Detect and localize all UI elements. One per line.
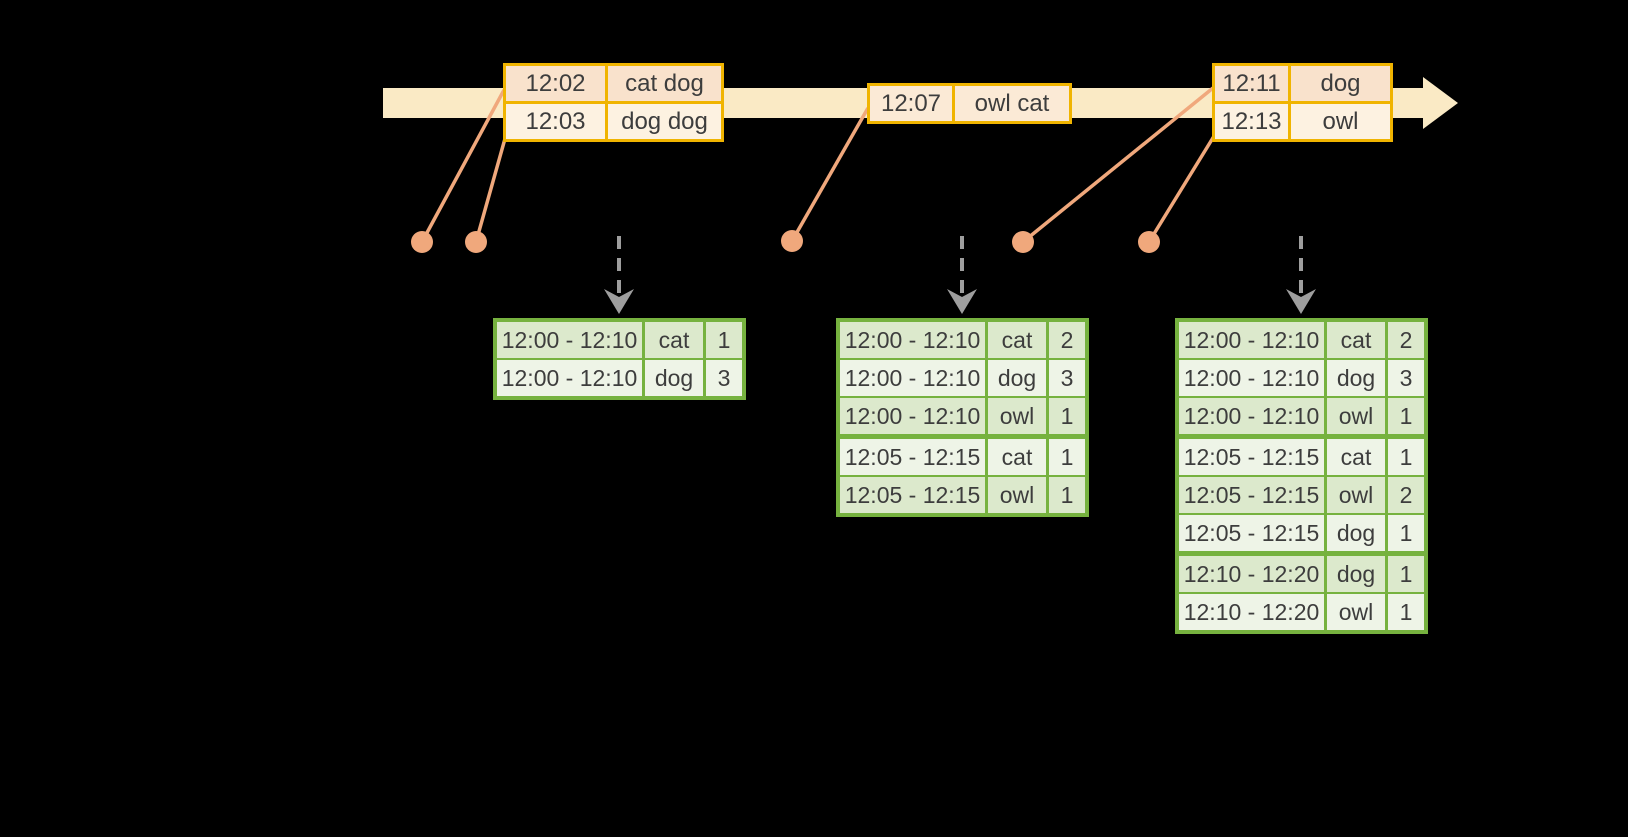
event-time-cell: 12:11 — [1215, 66, 1288, 101]
event-connector-line — [790, 107, 870, 242]
event-time-cell: 12:13 — [1215, 104, 1288, 139]
result-window-cell: 12:00 - 12:10 — [840, 360, 985, 396]
result-count-cell: 1 — [1049, 398, 1085, 434]
event-time-cell: 12:03 — [506, 104, 605, 139]
event-words-cell: dog — [1291, 66, 1390, 101]
result-window-cell: 12:05 - 12:15 — [1179, 439, 1324, 475]
result-word-cell: cat — [1327, 322, 1385, 358]
event-words-cell: owl cat — [955, 86, 1069, 121]
event-marker-dot-icon — [1012, 231, 1034, 253]
result-word-cell: dog — [645, 360, 703, 396]
result-count-cell: 1 — [1388, 398, 1424, 434]
result-count-cell: 1 — [706, 322, 742, 358]
event-connector-line — [474, 127, 510, 243]
result-word-cell: cat — [988, 439, 1046, 475]
result-window-cell: 12:05 - 12:15 — [840, 439, 985, 475]
event-time-cell: 12:07 — [870, 86, 952, 121]
event-words-cell: cat dog — [608, 66, 721, 101]
result-word-cell: owl — [1327, 398, 1385, 434]
trigger-arrowhead-icon — [1286, 289, 1316, 314]
event-marker-dot-icon — [781, 230, 803, 252]
result-window-cell: 12:05 - 12:15 — [1179, 477, 1324, 513]
result-window-cell: 12:10 - 12:20 — [1179, 556, 1324, 592]
result-window-cell: 12:00 - 12:10 — [840, 322, 985, 358]
event-marker-dot-icon — [411, 231, 433, 253]
event-connector-line — [420, 89, 506, 243]
result-word-cell: cat — [645, 322, 703, 358]
result-window-cell: 12:10 - 12:20 — [1179, 594, 1324, 630]
result-window-cell: 12:05 - 12:15 — [1179, 515, 1324, 551]
result-word-cell: owl — [1327, 477, 1385, 513]
result-window-cell: 12:00 - 12:10 — [1179, 322, 1324, 358]
result-count-cell: 1 — [1388, 594, 1424, 630]
result-word-cell: owl — [988, 477, 1046, 513]
result-word-cell: cat — [988, 322, 1046, 358]
result-word-cell: dog — [988, 360, 1046, 396]
result-word-cell: dog — [1327, 556, 1385, 592]
result-count-cell: 1 — [1388, 556, 1424, 592]
trigger-arrowhead-icon — [947, 289, 977, 314]
event-words-cell: owl — [1291, 104, 1390, 139]
result-count-cell: 1 — [1049, 439, 1085, 475]
event-words-cell: dog dog — [608, 104, 721, 139]
result-count-cell: 2 — [1049, 322, 1085, 358]
result-count-cell: 1 — [1049, 477, 1085, 513]
result-count-cell: 1 — [1388, 515, 1424, 551]
result-window-cell: 12:05 - 12:15 — [840, 477, 985, 513]
result-count-cell: 3 — [706, 360, 742, 396]
trigger-arrowhead-icon — [604, 289, 634, 314]
result-count-cell: 2 — [1388, 322, 1424, 358]
result-window-cell: 12:00 - 12:10 — [840, 398, 985, 434]
event-marker-dot-icon — [1138, 231, 1160, 253]
event-marker-dot-icon — [465, 231, 487, 253]
result-count-cell: 1 — [1388, 439, 1424, 475]
result-count-cell: 2 — [1388, 477, 1424, 513]
event-time-cell: 12:02 — [506, 66, 605, 101]
timeline-arrowhead-icon — [1423, 77, 1458, 129]
result-count-cell: 3 — [1049, 360, 1085, 396]
result-window-cell: 12:00 - 12:10 — [497, 322, 642, 358]
result-word-cell: dog — [1327, 360, 1385, 396]
result-window-cell: 12:00 - 12:10 — [497, 360, 642, 396]
event-connector-line — [1021, 86, 1215, 244]
result-window-cell: 12:00 - 12:10 — [1179, 360, 1324, 396]
result-word-cell: owl — [988, 398, 1046, 434]
result-word-cell: owl — [1327, 594, 1385, 630]
result-word-cell: cat — [1327, 439, 1385, 475]
result-window-cell: 12:00 - 12:10 — [1179, 398, 1324, 434]
event-connector-line — [1147, 127, 1221, 243]
result-word-cell: dog — [1327, 515, 1385, 551]
result-count-cell: 3 — [1388, 360, 1424, 396]
